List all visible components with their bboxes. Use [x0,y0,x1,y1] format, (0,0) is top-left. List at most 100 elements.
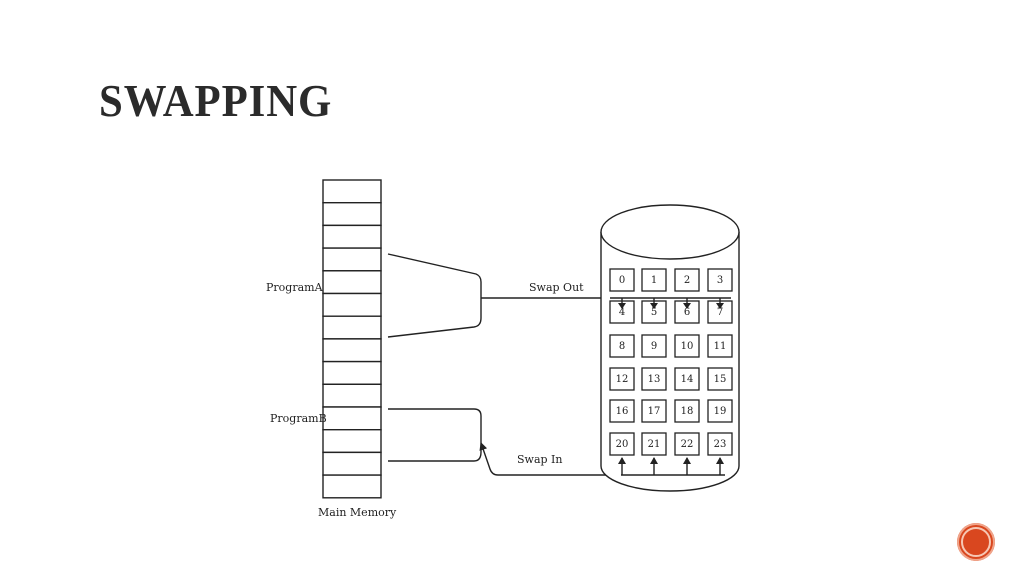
disk-block: 14 [674,367,700,391]
disk-block-box [641,432,667,456]
disk-block: 13 [641,367,667,391]
memory-slot [322,474,382,499]
disk-block-number: 21 [648,439,661,450]
arrowhead-down-icon [683,303,691,309]
disk-block-number: 23 [714,439,727,450]
disk-block-number: 4 [619,307,625,318]
disk-block: 17 [641,399,667,423]
disk-block-number: 17 [648,406,661,417]
disk-block-box [609,432,635,456]
disk-block: 18 [674,399,700,423]
disk-block: 2 [674,268,700,292]
disk-block: 15 [707,367,733,391]
disk-block-number: 12 [616,374,629,385]
disk-block: 3 [707,268,733,292]
memory-slot [322,383,382,408]
disk-block: 21 [641,432,667,456]
memory-slot [322,179,382,204]
disk-block-number: 6 [684,307,690,318]
arrowhead-down-icon [716,303,724,309]
disk-block-box [609,399,635,423]
program-a-label: ProgramA [266,281,324,294]
disk-block-number: 18 [681,406,694,417]
disk-block-number: 11 [714,341,727,352]
disk-block-box [609,268,635,292]
disk-block-number: 19 [714,406,727,417]
disk-block: 8 [609,334,635,358]
disk-block-box [707,268,733,292]
disk-block-box [674,334,700,358]
disk-block-box [674,268,700,292]
disk-block-box [641,367,667,391]
arrowhead-down-icon [650,303,658,309]
swap-in-arrow [479,442,725,476]
memory-slot [322,224,382,249]
memory-slot [322,429,382,454]
program-b-label: ProgramB [270,412,327,425]
disk-cylinder [600,204,740,492]
disk-block-number: 1 [651,275,657,286]
main-memory-column [322,179,382,499]
disk-block-box [609,367,635,391]
disk-block-number: 7 [717,307,723,318]
memory-slot [322,338,382,363]
disk-block: 12 [609,367,635,391]
disk-block: 11 [707,334,733,358]
disk-block-number: 22 [681,439,694,450]
memory-slot [322,360,382,386]
disk-block-number: 16 [616,406,629,417]
disk-block-box [609,334,635,358]
disk-block-box [707,367,733,391]
badge-ring-icon [961,527,991,557]
slide-corner-badge [957,523,995,561]
disk-block-number: 15 [714,374,727,385]
arrowhead-up-icon [650,457,658,464]
disk-block: 23 [707,432,733,456]
disk-block-number: 9 [651,341,657,352]
disk-block-box [707,399,733,423]
program-b-bracket [388,408,482,462]
disk-block-box [641,334,667,358]
program-a-bracket [387,253,482,338]
disk-block: 9 [641,334,667,358]
main-memory-label: Main Memory [318,506,397,519]
disk-block: 16 [609,399,635,423]
slide-title: SWAPPING [99,75,333,126]
disk-block-number: 5 [651,307,657,318]
disk-block-number: 0 [619,275,625,286]
swap-out-label: Swap Out [529,281,584,294]
arrowhead-down-icon [618,303,626,309]
swap-out-down-arrows [618,298,724,309]
disk-block-box [674,432,700,456]
disk-block-number: 14 [681,374,694,385]
disk-block-box [641,268,667,292]
memory-slot [322,247,382,272]
disk-block-box [707,432,733,456]
disk-block-number: 13 [648,374,661,385]
disk-block-box [707,334,733,358]
disk-block: 1 [641,268,667,292]
memory-slot [322,315,382,340]
arrowhead-up-icon [683,457,691,464]
disk-block-number: 10 [681,341,694,352]
memory-slot [322,201,382,227]
disk-block-number: 8 [619,341,625,352]
swap-in-label: Swap In [517,453,562,466]
disk-block-box [674,367,700,391]
disk-block-box [641,399,667,423]
disk-block: 5 [641,300,667,324]
disk-block: 0 [609,268,635,292]
arrowhead-up-icon [716,457,724,464]
disk-block: 20 [609,432,635,456]
disk-block-number: 20 [616,439,629,450]
memory-slot [322,406,382,431]
swap-in-up-arrows [618,457,724,475]
memory-slot [322,292,382,317]
disk-block-number: 2 [684,275,690,286]
disk-block-box [674,399,700,423]
disk-block: 22 [674,432,700,456]
memory-slot [322,270,382,295]
